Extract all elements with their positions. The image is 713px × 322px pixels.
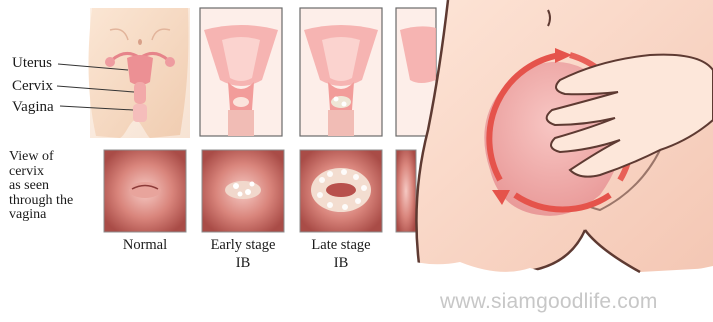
- caption-normal: Normal: [104, 236, 186, 254]
- cervix-view-early: [202, 150, 284, 232]
- label-vagina: Vagina: [12, 99, 54, 116]
- label-cervix: Cervix: [12, 78, 53, 95]
- label-uterus: Uterus: [12, 55, 52, 72]
- cross-section-early: [300, 8, 382, 136]
- cervix-view-late: [300, 150, 382, 232]
- cross-section-normal: [200, 8, 282, 136]
- cervix-view-normal: [104, 150, 186, 232]
- torso-diagram: [89, 8, 190, 138]
- cervix-view-partial: [396, 150, 416, 232]
- caption-late-stage: Late stage IB: [300, 236, 382, 272]
- label-view-of-cervix: View of cervix as seen through the vagin…: [9, 150, 101, 223]
- caption-early-stage: Early stage IB: [202, 236, 284, 272]
- abdomen-illustration: [400, 0, 713, 322]
- watermark: www.siamgoodlife.com: [440, 290, 658, 314]
